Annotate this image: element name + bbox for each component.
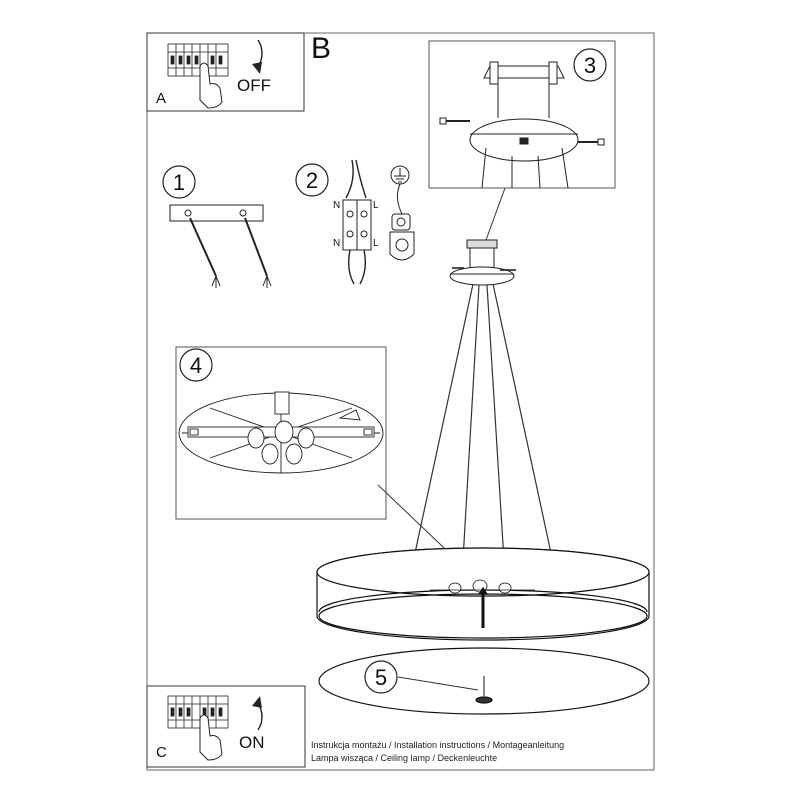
wire-label-l-bottom: L xyxy=(373,238,379,249)
panel-a-letter: A xyxy=(156,90,167,107)
wire-label-n-bottom: N xyxy=(333,238,341,249)
step-number-2: 2 xyxy=(305,168,319,193)
lamp-canopy xyxy=(449,239,516,286)
suspension-cables xyxy=(411,283,555,578)
caption-line-1: Instrukcja montażu / Installation instru… xyxy=(311,740,565,750)
wire-label-n-top: N xyxy=(333,200,341,211)
step-number-3: 3 xyxy=(583,53,597,78)
panel-a xyxy=(146,32,305,112)
step-circle-2 xyxy=(295,163,329,197)
panel-c xyxy=(146,685,306,768)
step-number-5: 5 xyxy=(374,665,388,690)
wire-label-l-top: L xyxy=(373,200,379,211)
section-label: B xyxy=(311,32,332,65)
step-circle-4 xyxy=(179,348,213,382)
panel-a-text: OFF xyxy=(237,76,271,95)
diffuser-disc xyxy=(318,647,650,715)
step1-ceiling-bracket xyxy=(169,204,272,288)
caption-line-2: Lampa wisząca / Ceiling lamp / Deckenleu… xyxy=(311,753,498,763)
step-circle-3 xyxy=(573,48,607,82)
step-circle-1 xyxy=(162,165,196,199)
step-circle-5 xyxy=(364,660,398,694)
hand-icon xyxy=(199,62,223,109)
step-number-1: 1 xyxy=(172,170,186,195)
breaker-icon xyxy=(167,695,229,729)
step-number-4: 4 xyxy=(189,353,203,378)
panel-c-text: ON xyxy=(239,733,265,752)
step4-fixture-panel xyxy=(175,346,387,520)
step2-wiring xyxy=(342,159,415,285)
drum-shade xyxy=(316,547,650,641)
hand-icon xyxy=(199,714,223,761)
breaker-icon xyxy=(167,43,229,77)
panel-c-letter: C xyxy=(156,744,167,761)
page-frame xyxy=(146,32,655,771)
